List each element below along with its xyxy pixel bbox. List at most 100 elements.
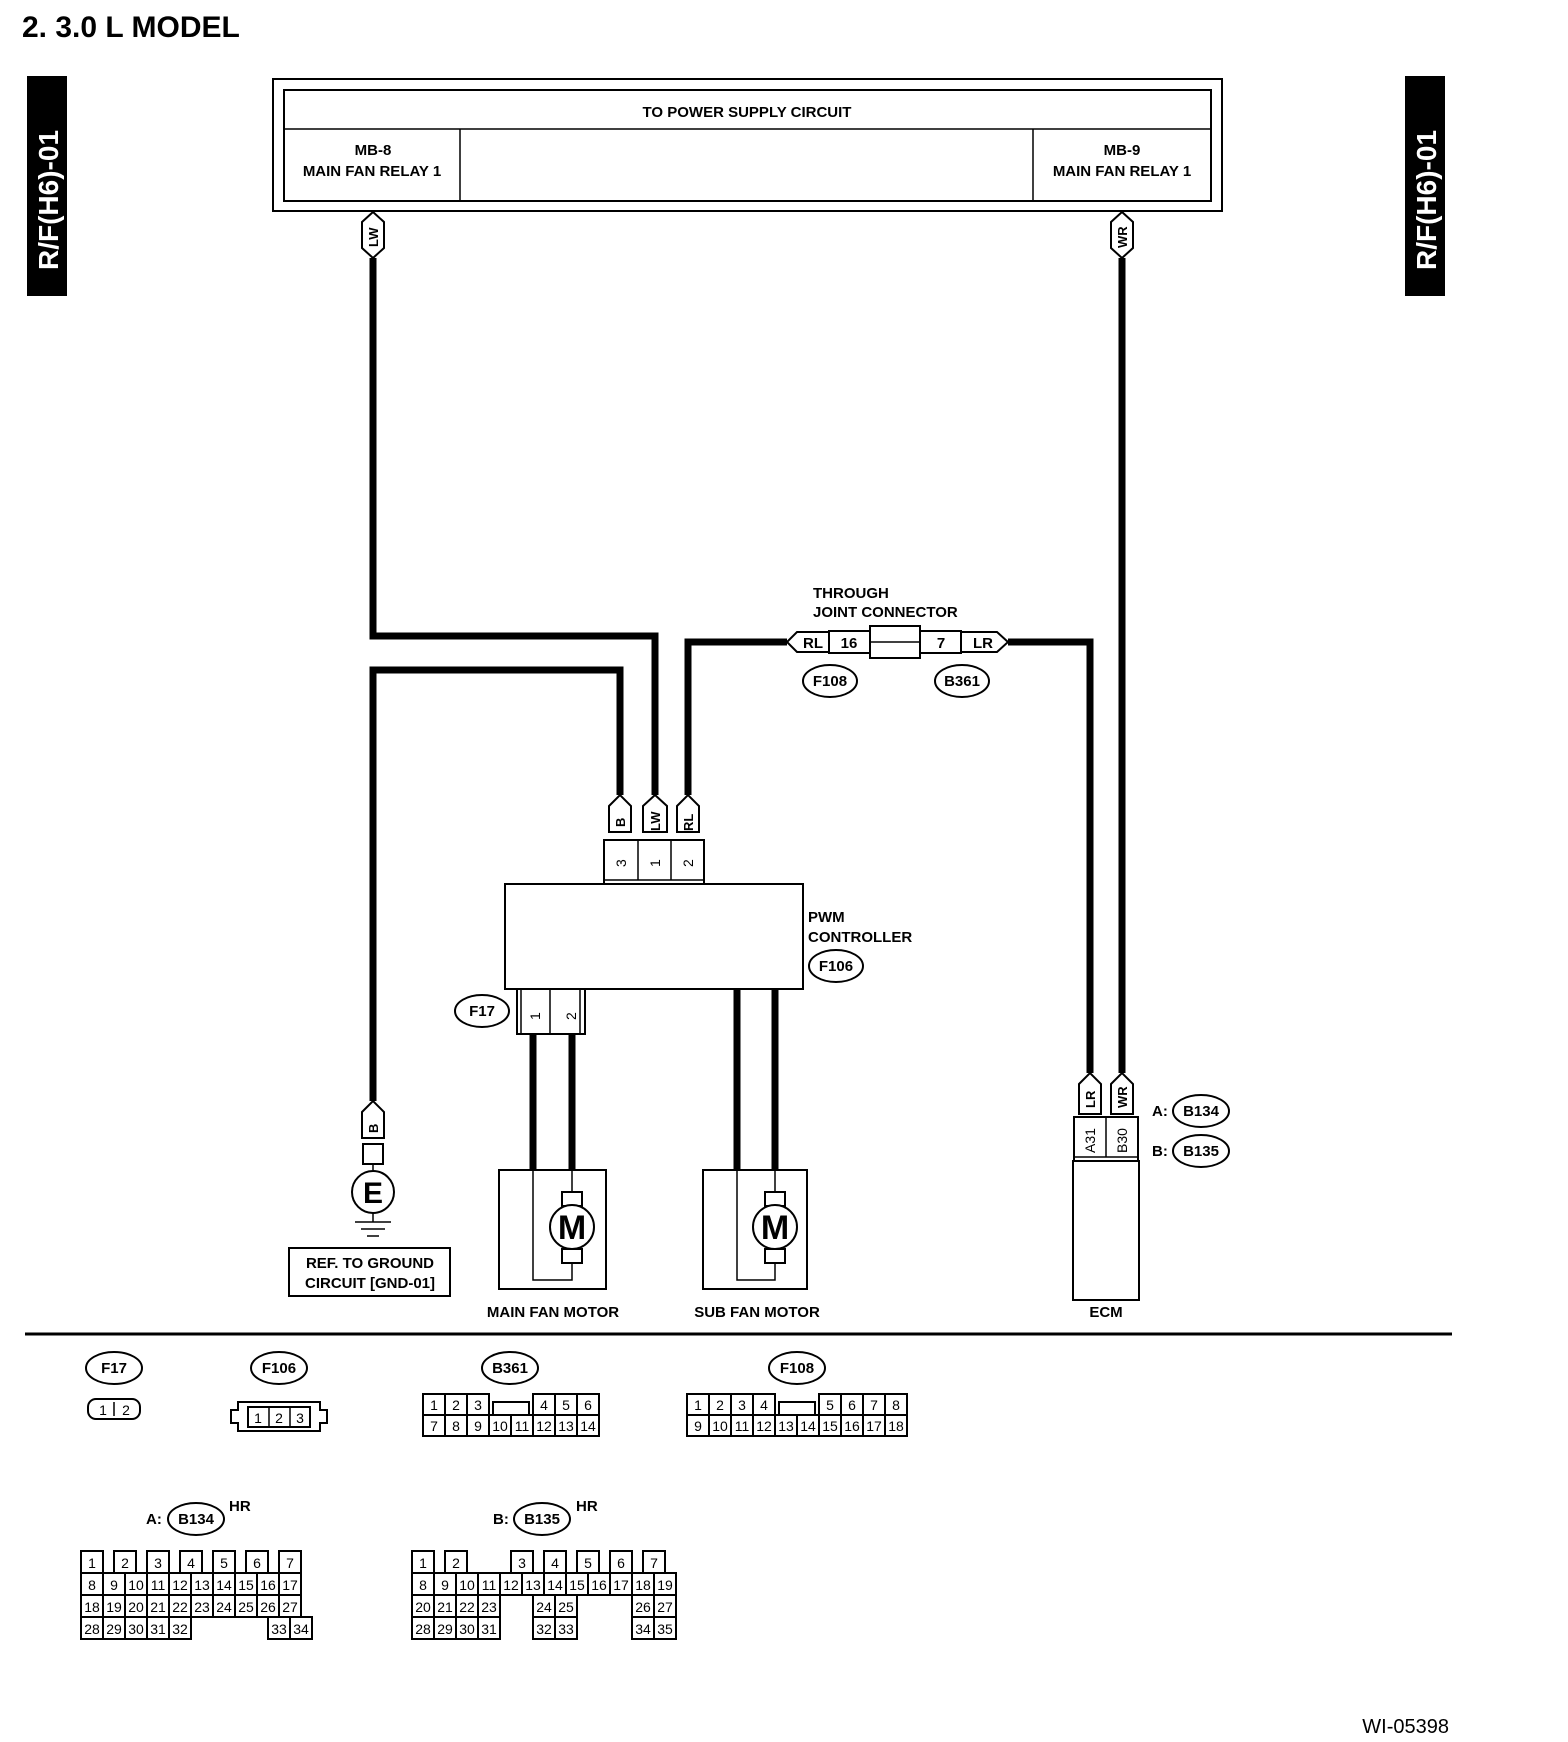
ground-symbol: B E REF. TO GROUND CIRCUIT [GND-01] bbox=[288, 1099, 451, 1297]
svg-text:3: 3 bbox=[296, 1410, 304, 1426]
legend-b134-pin: 29 bbox=[106, 1621, 122, 1637]
joint-conn-f108: F108 bbox=[813, 673, 847, 690]
legend-f108-pin: 18 bbox=[888, 1418, 904, 1434]
wire-tag-wr-top: WR bbox=[1110, 210, 1134, 260]
legend-f108-pin: 6 bbox=[848, 1397, 856, 1413]
wire-lr bbox=[1008, 638, 1094, 1073]
legend-b135-pin: 31 bbox=[481, 1621, 497, 1637]
legend-b134-pin: 8 bbox=[88, 1577, 96, 1593]
legend-b135-pin: 12 bbox=[503, 1577, 519, 1593]
pwm-pin-1: 1 bbox=[647, 859, 663, 867]
legend-f108-pin: 8 bbox=[892, 1397, 900, 1413]
legend-b135-pin: 24 bbox=[536, 1599, 552, 1615]
legend-b135-pin: 15 bbox=[569, 1577, 585, 1593]
wire-b bbox=[369, 666, 624, 1101]
joint-wire-lr: LR bbox=[973, 635, 993, 652]
ecm: LR WR A31 B30 ECM A: B134 B: B135 bbox=[1072, 1071, 1230, 1321]
legend-b134-pin: 2 bbox=[121, 1555, 129, 1571]
legend-b135-pin: 34 bbox=[635, 1621, 651, 1637]
legend-b134-pin: 26 bbox=[260, 1599, 276, 1615]
legend-b135-pin: 33 bbox=[558, 1621, 574, 1637]
legend-b361-cell bbox=[576, 1414, 600, 1437]
legend-b134-pin: 27 bbox=[282, 1599, 298, 1615]
legend-b361-pin: 12 bbox=[536, 1418, 552, 1434]
legend-b134-pin: 24 bbox=[216, 1599, 232, 1615]
legend-b361-pin: 14 bbox=[580, 1418, 596, 1434]
joint-conn-b361: B361 bbox=[944, 673, 980, 690]
legend-b135-pin: 21 bbox=[437, 1599, 453, 1615]
legend-b135-pin: 26 bbox=[635, 1599, 651, 1615]
legend-b134-pin: 3 bbox=[154, 1555, 162, 1571]
legend-f108-key bbox=[778, 1401, 816, 1416]
legend-b134-pin: 23 bbox=[194, 1599, 210, 1615]
legend-b135-prefix: B: bbox=[493, 1511, 509, 1528]
legend-b361-pin: 3 bbox=[474, 1397, 482, 1413]
legend-b134-pin: 21 bbox=[150, 1599, 166, 1615]
legend-b135-pin: 27 bbox=[657, 1599, 673, 1615]
legend-f108-pin: 5 bbox=[826, 1397, 834, 1413]
legend-b134-suffix: HR bbox=[229, 1498, 251, 1515]
legend-f108-pin: 13 bbox=[778, 1418, 794, 1434]
legend-b135-suffix: HR bbox=[576, 1498, 598, 1515]
legend-b135-pin: 32 bbox=[536, 1621, 552, 1637]
f17-pin-2: 2 bbox=[563, 1012, 579, 1020]
pwm-label-2: CONTROLLER bbox=[808, 929, 912, 946]
legend-f108-cell bbox=[884, 1414, 908, 1437]
wire-tag-lw-top: LW bbox=[361, 210, 385, 260]
mb9-id: MB-9 bbox=[1104, 142, 1141, 159]
legend-f108-pin: 16 bbox=[844, 1418, 860, 1434]
wire-lw bbox=[369, 258, 659, 795]
mb8-id: MB-8 bbox=[355, 142, 392, 159]
legend-b135-pin: 16 bbox=[591, 1577, 607, 1593]
legend-f108-pin: 1 bbox=[694, 1397, 702, 1413]
legend-b134-pin: 16 bbox=[260, 1577, 276, 1593]
sub-motor-m: M bbox=[761, 1209, 789, 1247]
figure-id: WI-05398 bbox=[1362, 1716, 1449, 1738]
legend-f17-name: F17 bbox=[101, 1360, 127, 1377]
legend-b134-pin: 9 bbox=[110, 1577, 118, 1593]
legend-b134-pin: 32 bbox=[172, 1621, 188, 1637]
wires bbox=[369, 258, 1126, 1170]
legend-b135-pin: 7 bbox=[650, 1555, 658, 1571]
legend-b361-pin: 1 bbox=[430, 1397, 438, 1413]
joint-pin-16: 16 bbox=[841, 635, 858, 652]
legend-b134-pin: 22 bbox=[172, 1599, 188, 1615]
ecm-a-conn: B134 bbox=[1183, 1103, 1220, 1120]
legend-f108-pin: 2 bbox=[716, 1397, 724, 1413]
pwm-tag-rl: RL bbox=[681, 814, 696, 831]
legend-b135-pin: 2 bbox=[452, 1555, 460, 1571]
legend-b135-pin: 10 bbox=[459, 1577, 475, 1593]
svg-text:2: 2 bbox=[122, 1402, 130, 1418]
legend-f17: F17 1 2 bbox=[85, 1351, 143, 1420]
legend-b135-pin: 4 bbox=[551, 1555, 559, 1571]
mb9-name: MAIN FAN RELAY 1 bbox=[1053, 163, 1191, 180]
pwm-controller: PWM CONTROLLER F106 bbox=[504, 883, 912, 990]
legend-b135-pin: 9 bbox=[441, 1577, 449, 1593]
legend-f108-pin: 7 bbox=[870, 1397, 878, 1413]
legend-b135-pin: 20 bbox=[415, 1599, 431, 1615]
legend-b135-pin: 3 bbox=[518, 1555, 526, 1571]
legend-f106: F106 1 2 3 bbox=[230, 1351, 328, 1432]
legend-b134-pin: 4 bbox=[187, 1555, 195, 1571]
power-supply-box: TO POWER SUPPLY CIRCUIT MB-8 MAIN FAN RE… bbox=[272, 78, 1223, 212]
legend-b135-name: B135 bbox=[524, 1511, 560, 1528]
legend-b134-pin: 34 bbox=[293, 1621, 309, 1637]
legend-b134-pin: 17 bbox=[282, 1577, 298, 1593]
svg-text:1: 1 bbox=[254, 1410, 262, 1426]
legend-b135-pin: 23 bbox=[481, 1599, 497, 1615]
legend-b134-pin: 30 bbox=[128, 1621, 144, 1637]
legend-f108-pin: 15 bbox=[822, 1418, 838, 1434]
legend-b134-cell bbox=[289, 1616, 313, 1640]
legend-b134-pin: 19 bbox=[106, 1599, 122, 1615]
legend-b361-pin: 8 bbox=[452, 1418, 460, 1434]
side-tab-left: R/F(H6)-01 bbox=[27, 76, 67, 296]
legend-b361-pin: 10 bbox=[492, 1418, 508, 1434]
legend-b361-pin: 2 bbox=[452, 1397, 460, 1413]
ecm-b-prefix: B: bbox=[1152, 1143, 1168, 1160]
legend-b134-pin: 18 bbox=[84, 1599, 100, 1615]
legend-b134-pin: 10 bbox=[128, 1577, 144, 1593]
legend-b135-pin: 29 bbox=[437, 1621, 453, 1637]
pwm-pin-3: 3 bbox=[613, 859, 629, 867]
